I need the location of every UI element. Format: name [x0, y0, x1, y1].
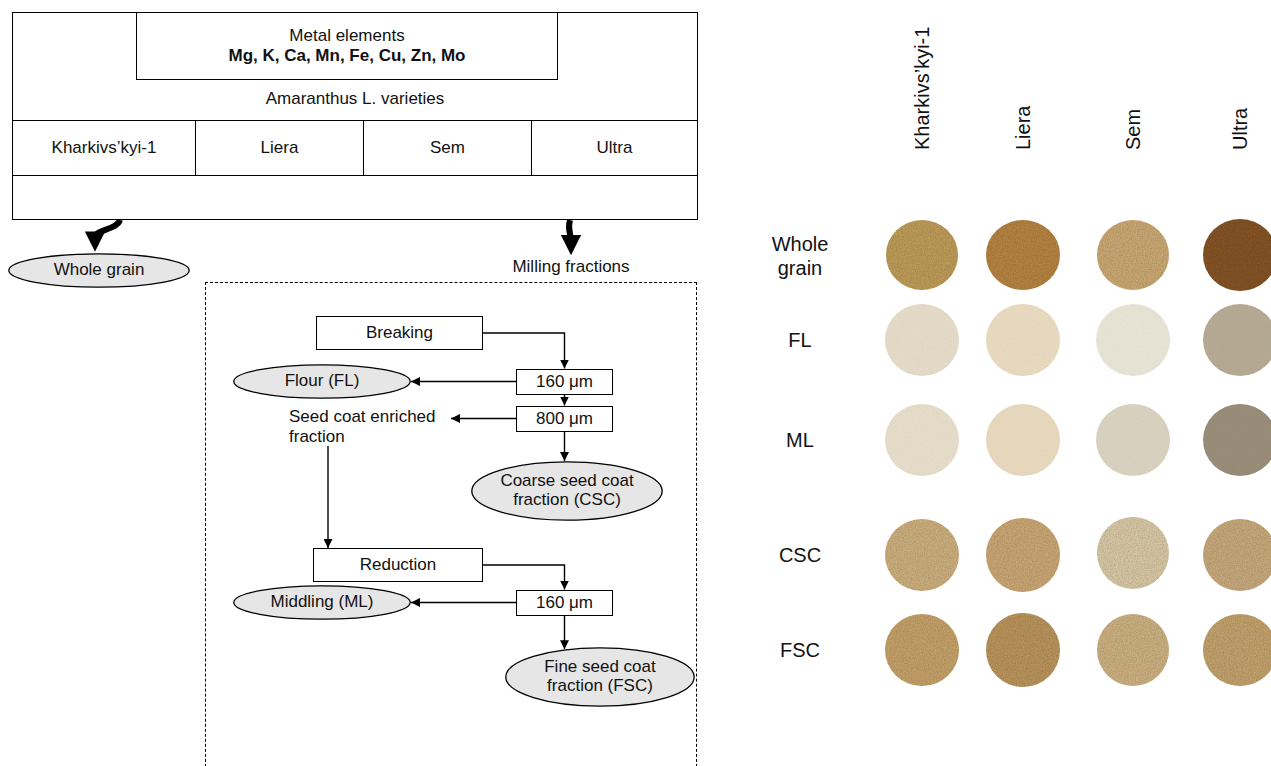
fine-seed-coat-samples: [885, 613, 1271, 687]
node-text: Middling (ML): [271, 593, 374, 612]
ellipse-shape: [234, 365, 410, 398]
column-header: Ultra: [1227, 108, 1253, 150]
flow-arrow: [411, 381, 516, 382]
row-label: FSC: [754, 638, 846, 662]
flow-arrow: [564, 616, 565, 650]
middling-samples: [885, 404, 1271, 476]
product-ellipse: Middling (ML): [233, 585, 411, 620]
sample-photo: [986, 518, 1060, 592]
node-text: Coarse seed coat fraction (CSC): [494, 472, 640, 509]
node-text: Sem: [430, 138, 465, 158]
node-text: 160 μm: [536, 593, 593, 613]
row-label: ML: [754, 428, 846, 452]
sample-photo: [1203, 404, 1271, 476]
node-text: Breaking: [366, 323, 433, 343]
flour-samples: [885, 304, 1271, 376]
sample-photo: [1097, 517, 1169, 589]
node-text: 800 μm: [536, 409, 593, 429]
node-text: Seed coat enriched fraction: [289, 407, 451, 446]
node-text: Reduction: [360, 555, 437, 575]
product-ellipse: Fine seed coat fraction (FSC): [505, 647, 695, 707]
row-label: FL: [754, 328, 846, 352]
sample-photo: [885, 519, 959, 591]
variety-cell: Liera: [195, 120, 364, 176]
sample-photo: [886, 220, 958, 290]
sieve-box: 800 μm: [516, 406, 613, 432]
variety-panel: Amaranthus L. varieties Metal elementsMg,…: [12, 12, 698, 220]
branch-arrow: [95, 220, 120, 238]
flow-arrow: [327, 446, 328, 548]
sieve-box: 160 μm: [516, 590, 613, 616]
branch-arrow: [569, 220, 571, 241]
node-text: Liera: [261, 138, 299, 158]
sample-photo: [1097, 614, 1169, 686]
flow-arrow: [564, 395, 565, 406]
sample-photo: [986, 304, 1060, 376]
node-text: 160 μm: [536, 372, 593, 392]
process-box: Breaking: [316, 316, 483, 350]
element-box: Metal elementsMg, K, Ca, Mn, Fe, Cu, Zn,…: [136, 12, 558, 80]
flow-arrow: [483, 565, 565, 590]
node-text: Kharkivs’kyi-1: [52, 138, 157, 158]
intermediate-label: Seed coat enriched fraction: [289, 407, 451, 446]
ellipse-shape: [9, 253, 189, 286]
row-label: Whole grain: [754, 232, 846, 280]
node-text: Ultra: [597, 138, 633, 158]
flow-arrow: [564, 432, 565, 462]
sample-photo: [1096, 404, 1170, 476]
column-header: Liera: [1010, 106, 1036, 150]
whole-grain-samples: [886, 219, 1271, 291]
flow-arrow: [451, 418, 516, 419]
sieve-box: 160 μm: [516, 369, 613, 395]
sample-photo: [1203, 304, 1271, 376]
variety-cell: Sem: [363, 120, 533, 176]
sample-photo: [885, 304, 959, 376]
sample-photo: [1203, 519, 1271, 591]
sample-photo: [986, 220, 1060, 290]
sample-photo: [1203, 614, 1271, 686]
milling-region: Milling fractionsBreakingFlour (FL)160 μ…: [205, 282, 697, 766]
node-text: Fine seed coat fraction (FSC): [528, 658, 672, 695]
sample-photo: [1097, 220, 1169, 290]
product-ellipse: Flour (FL): [233, 364, 411, 399]
sample-photo: [885, 614, 959, 686]
sample-photo: [1096, 304, 1170, 376]
variety-cell: Kharkivs’kyi-1: [12, 120, 197, 176]
process-box: Reduction: [313, 548, 483, 582]
ellipse-shape: [506, 648, 694, 706]
ellipse-shape: [234, 586, 410, 619]
flow-arrow: [483, 333, 565, 369]
ellipse-shape: [472, 462, 662, 520]
coarse-seed-coat-samples: [885, 517, 1271, 592]
node-text: Mg, K, Ca, Mn, Fe, Cu, Zn, Mo: [228, 46, 465, 66]
sample-photo: [1203, 219, 1271, 291]
panel-heading: Amaranthus L. varieties: [13, 89, 697, 109]
column-header: Kharkivs’kyi-1: [909, 27, 935, 150]
region-heading: Milling fractions: [512, 257, 629, 277]
flow-arrow: [411, 602, 516, 603]
sample-photo: [986, 613, 1060, 687]
sample-photo: [986, 404, 1060, 476]
variety-cell: Ultra: [531, 120, 698, 176]
product-ellipse: Coarse seed coat fraction (CSC): [471, 461, 663, 521]
node-text: Metal elements: [289, 26, 404, 46]
node-text: Whole grain: [54, 261, 145, 280]
sample-photo: [885, 404, 959, 476]
column-header: Sem: [1120, 109, 1146, 150]
node-text: Flour (FL): [285, 372, 360, 391]
product-ellipse: Whole grain: [8, 253, 190, 288]
row-label: CSC: [754, 543, 846, 567]
